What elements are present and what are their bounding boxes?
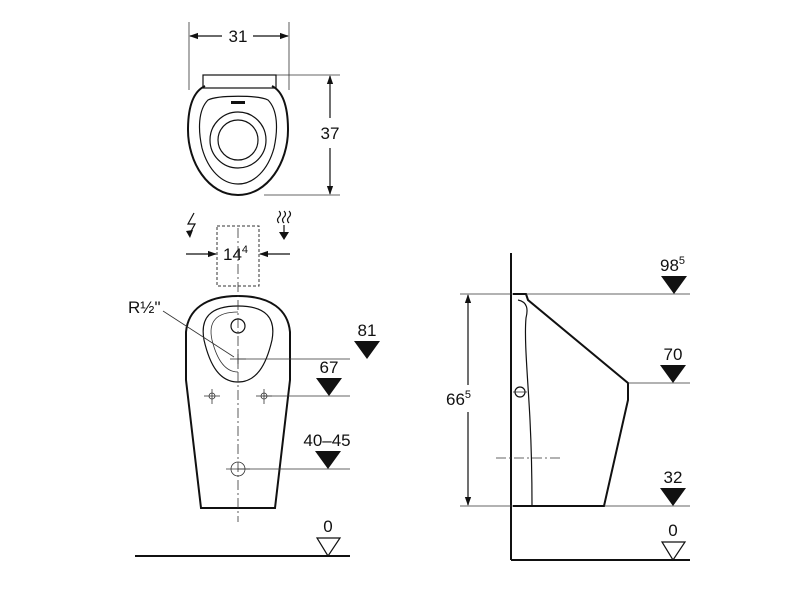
thread-label: R½": [128, 298, 161, 317]
opening-shadow: [210, 311, 239, 373]
top-width-label: 31: [229, 27, 248, 46]
floor-marker: [315, 537, 342, 558]
level-marker: [354, 341, 380, 359]
total-height-sup: 5: [465, 389, 471, 401]
total-height-label: 665: [446, 389, 471, 409]
total-height-base: 66: [446, 390, 465, 409]
top-height-sup: 5: [679, 255, 685, 267]
top-depth-label: 37: [321, 124, 340, 143]
side-view: 665 985 70 32 0: [446, 253, 690, 562]
top-height-label: 985: [660, 255, 685, 275]
bottom-height-label: 32: [664, 468, 683, 487]
top-height-base: 98: [660, 256, 679, 275]
outlet-height-label: 67: [320, 358, 339, 377]
level-marker: [316, 378, 342, 396]
level-marker: [315, 451, 341, 469]
floor-marker: [660, 541, 687, 562]
wall-mount-plate: [202, 74, 277, 89]
drain-ring: [209, 111, 267, 169]
inner-rim: [198, 95, 278, 185]
inner-wall-profile: [517, 299, 533, 507]
side-floor-level-label: 0: [668, 521, 677, 540]
urinal-body-side: [513, 293, 629, 507]
connection-spacing-sup: 4: [242, 244, 248, 256]
connection-spacing-label: 144: [223, 244, 248, 264]
bowl-outline: [186, 85, 290, 197]
drain-hole: [217, 119, 259, 161]
fixing-point-right: [256, 389, 272, 404]
connection-spacing-base: 14: [223, 245, 242, 264]
leader-line: [162, 310, 235, 358]
fixing-point-left: [204, 389, 220, 404]
lightning-icon: [186, 212, 197, 238]
rim-height-label: 70: [664, 345, 683, 364]
flush-inlet-mark: [231, 101, 245, 104]
level-marker: [661, 276, 687, 294]
level-marker: [660, 488, 686, 506]
water-supply-icon: [276, 210, 292, 240]
top-view: 31 37: [186, 22, 340, 197]
level-marker: [660, 365, 686, 383]
bracket-height-label: 40–45: [303, 431, 350, 450]
inlet-height-label: 81: [358, 321, 377, 340]
floor-level-label: 0: [323, 517, 332, 536]
front-view: 144 R½": [128, 225, 380, 558]
